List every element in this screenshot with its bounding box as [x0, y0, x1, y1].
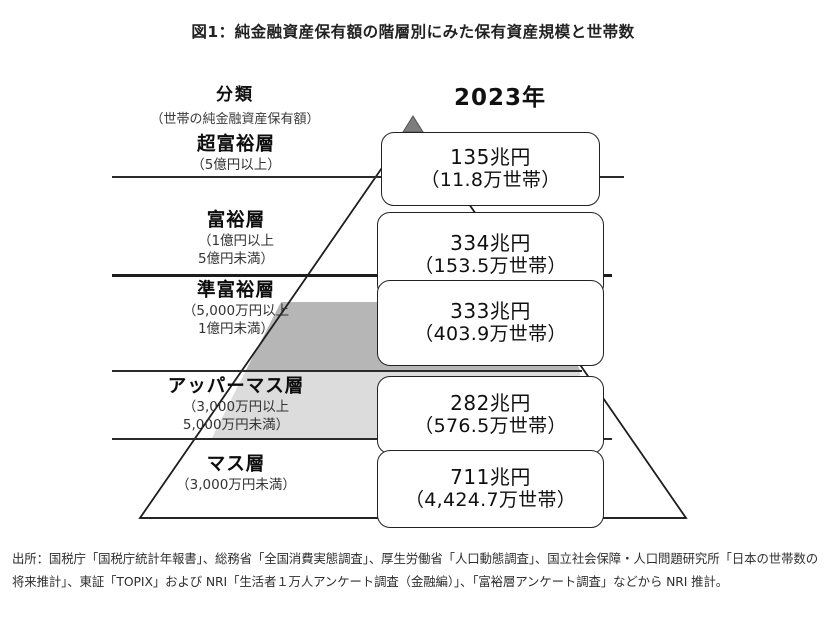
divider-1	[112, 176, 624, 178]
value-households: （153.5万世帯）	[414, 255, 567, 278]
tier-range-line1: （1億円以上	[197, 233, 275, 250]
year-header: 2023年	[453, 85, 546, 111]
pyramid-apex	[402, 115, 424, 133]
divider-4	[112, 438, 612, 440]
value-households: （576.5万世帯）	[414, 415, 567, 438]
classification-header: 分類 （世帯の純金融資産保有額）	[90, 80, 380, 127]
value-amount: 711兆円	[450, 464, 531, 489]
tier-name: マス層	[206, 454, 266, 475]
value-amount: 333兆円	[450, 298, 531, 323]
tier-range-line1: （3,000万円以上	[182, 399, 290, 416]
tier-range-line2: 5,000万円未満）	[182, 416, 290, 433]
value-households: （11.8万世帯）	[420, 169, 561, 192]
tier-label-upper-mass: アッパーマス層 （3,000万円以上 5,000万円未満）	[90, 376, 382, 434]
tier-range-line1: （3,000万円未満）	[176, 477, 296, 494]
divider-2	[112, 274, 612, 277]
value-box-upper-mass: 282兆円 （576.5万世帯）	[377, 376, 604, 454]
classification-title: 分類	[216, 85, 254, 105]
page-title: 図1：純金融資産保有額の階層別にみた保有資産規模と世帯数	[191, 23, 635, 41]
tier-label-ultra-wealthy: 超富裕層 （5億円以上）	[90, 134, 382, 175]
value-amount: 282兆円	[450, 390, 531, 415]
value-households: （4,424.7万世帯）	[404, 489, 577, 512]
tier-range: （5億円以上）	[191, 157, 281, 174]
value-box-semi-affluent: 333兆円 （403.9万世帯）	[377, 280, 604, 366]
tier-name: 超富裕層	[196, 134, 275, 155]
tier-label-semi-affluent: 準富裕層 （5,000万円以上 1億円未満）	[90, 280, 382, 338]
tier-label-wealthy: 富裕層 （1億円以上 5億円未満）	[90, 210, 382, 268]
tier-name: 富裕層	[206, 210, 266, 231]
value-box-mass: 711兆円 （4,424.7万世帯）	[377, 450, 604, 528]
divider-3	[112, 370, 582, 372]
tier-range-line2: 5億円未満）	[197, 250, 275, 267]
value-households: （403.9万世帯）	[414, 323, 567, 346]
classification-subtitle: （世帯の純金融資産保有額）	[150, 112, 320, 127]
tier-range-line2: 1億円未満）	[197, 320, 275, 337]
tier-range-line1: （5,000万円以上	[182, 303, 290, 320]
value-amount: 334兆円	[450, 230, 531, 255]
value-box-ultra-wealthy: 135兆円 （11.8万世帯）	[381, 132, 600, 206]
source-note: 出所：国税庁「国税庁統計年報書」、総務省「全国消費実態調査」、厚生労働省「人口動…	[12, 551, 818, 589]
tier-name: アッパーマス層	[167, 376, 305, 397]
tier-name: 準富裕層	[196, 280, 275, 301]
pyramid-chart: 分類 （世帯の純金融資産保有額） 2023年 超富裕層 （5億円以上） 富裕層 …	[0, 66, 826, 536]
tier-label-mass: マス層 （3,000万円未満）	[90, 454, 382, 495]
value-amount: 135兆円	[450, 144, 531, 169]
